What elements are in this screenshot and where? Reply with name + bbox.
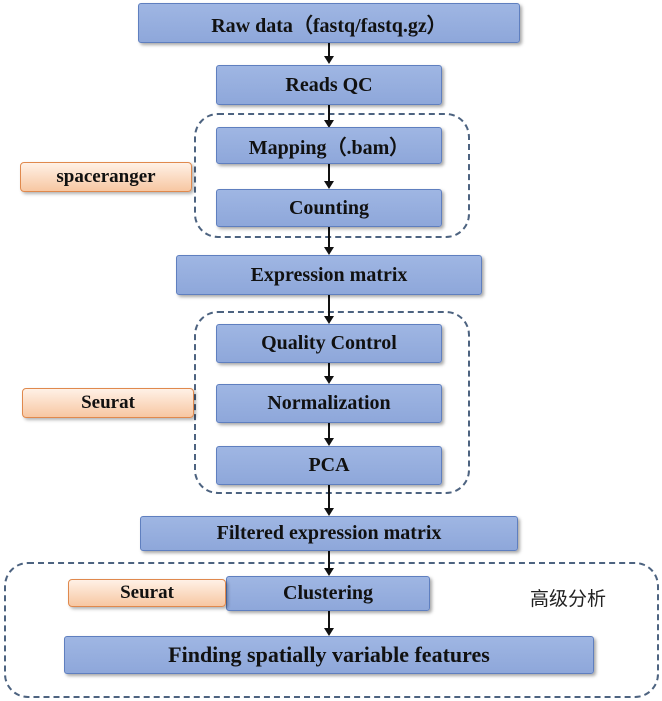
arrowhead-qc-to-normalization — [324, 376, 334, 384]
connector-filtered-to-clustering — [328, 550, 330, 568]
arrowhead-filtered-to-clustering — [324, 568, 334, 576]
connector-counting-to-matrix — [328, 226, 330, 247]
advanced-analysis-group — [4, 562, 659, 698]
step-finding-spatially-variable-features: Finding spatially variable features — [64, 636, 594, 674]
arrowhead-normalization-to-pca — [324, 438, 334, 446]
step-quality-control: Quality Control — [216, 324, 442, 363]
tool-spaceranger: spaceranger — [20, 162, 192, 192]
tool-seurat-clustering: Seurat — [68, 579, 226, 607]
step-expression-matrix: Expression matrix — [176, 255, 482, 295]
step-filtered-expression-matrix: Filtered expression matrix — [140, 516, 518, 551]
step-counting: Counting — [216, 189, 442, 227]
connector-qc-to-mapping — [328, 104, 330, 120]
connector-clustering-to-features — [328, 610, 330, 628]
step-raw-data: Raw data（fastq/fastq.gz） — [138, 3, 520, 43]
step-normalization: Normalization — [216, 384, 442, 423]
connector-pca-to-filtered — [328, 484, 330, 508]
arrowhead-pca-to-filtered — [324, 508, 334, 516]
arrowhead-matrix-to-qc — [324, 316, 334, 324]
step-pca: PCA — [216, 446, 442, 485]
connector-normalization-to-pca — [328, 422, 330, 438]
step-clustering: Clustering — [226, 576, 430, 611]
tool-seurat-preprocessing: Seurat — [22, 388, 194, 418]
arrowhead-counting-to-matrix — [324, 247, 334, 255]
arrowhead-clustering-to-features — [324, 628, 334, 636]
step-mapping: Mapping（.bam） — [216, 127, 442, 164]
advanced-analysis-label: 高级分析 — [530, 588, 607, 610]
arrowhead-raw-to-qc — [324, 56, 334, 64]
step-reads-qc: Reads QC — [216, 65, 442, 105]
connector-qc-to-normalization — [328, 362, 330, 376]
connector-mapping-to-counting — [328, 163, 330, 181]
spaceranger-group — [194, 113, 470, 238]
arrowhead-mapping-to-counting — [324, 181, 334, 189]
seurat-preprocessing-group — [194, 311, 470, 494]
connector-raw-to-qc — [328, 42, 330, 56]
arrowhead-qc-to-mapping — [324, 120, 334, 128]
connector-matrix-to-qc — [328, 294, 330, 316]
